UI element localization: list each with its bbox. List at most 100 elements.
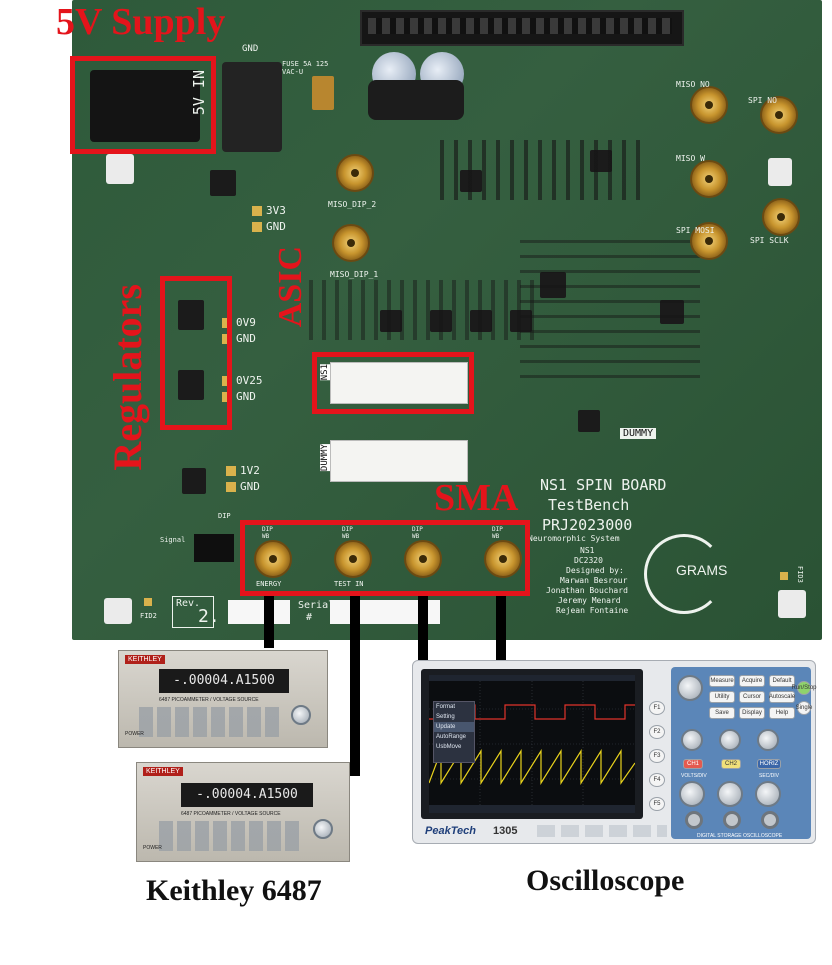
dip-label: DIP — [412, 526, 423, 533]
sma-connector — [690, 222, 728, 260]
wb-label: WB — [492, 533, 500, 540]
dip-small-label: DIP — [218, 512, 231, 520]
meter-display: -.00004.A1500 — [181, 783, 313, 807]
multipurpose-knob[interactable] — [677, 675, 703, 701]
meter-brand: KEITHLEY — [125, 655, 165, 664]
asic-box — [312, 352, 474, 414]
smd-cluster — [430, 140, 650, 200]
sma-vmem — [404, 540, 442, 578]
save-button[interactable]: Save — [709, 707, 735, 719]
bnc-connector — [723, 811, 741, 829]
horiz-button[interactable]: HORIZ — [757, 759, 781, 769]
ch1-button[interactable]: CH1 — [683, 759, 703, 769]
pad — [252, 206, 262, 216]
ch2-button[interactable]: CH2 — [721, 759, 741, 769]
display-button[interactable]: Display — [739, 707, 765, 719]
ch2-trace — [429, 748, 635, 786]
horiz-position-knob[interactable] — [757, 729, 779, 751]
menu-item[interactable]: Setting — [436, 714, 455, 720]
fid3-label: FID3 — [796, 566, 804, 583]
ic-chip — [178, 370, 204, 400]
gnd-label: GND — [240, 480, 260, 493]
meter-buttons — [159, 821, 299, 851]
softkey-f4[interactable]: F4 — [649, 773, 665, 787]
scope-model: 1305 — [493, 825, 518, 837]
sec-div-knob[interactable] — [755, 781, 781, 807]
fiducial — [780, 572, 788, 580]
ch1-position-knob[interactable] — [681, 729, 703, 751]
meter-buttons — [139, 707, 279, 737]
miso-w-label: MISO W — [676, 154, 705, 163]
designer-1: Marwan Besrour — [560, 576, 628, 585]
designed-by: Designed by: — [566, 566, 624, 575]
designer-3: Jeremy Menard — [558, 596, 621, 605]
supply-box — [70, 56, 216, 154]
sma-connector — [336, 154, 374, 192]
jumper — [312, 76, 334, 110]
spi-no-label: SPI NO — [748, 96, 777, 105]
board-title: NS1 SPIN BOARD — [540, 476, 667, 494]
board-chip: NS1 — [580, 546, 595, 555]
acquire-button[interactable]: Acquire — [739, 675, 765, 687]
sma-connector — [760, 96, 798, 134]
default-button[interactable]: Default — [769, 675, 795, 687]
pin-header-holes — [368, 18, 672, 34]
fuse-label: FUSE 5A 125 VAC-U — [282, 60, 329, 76]
miso-dip-1-label: MISO_DIP_1 — [330, 270, 379, 279]
power-jack — [90, 70, 200, 142]
softkey-f3[interactable]: F3 — [649, 749, 665, 763]
miso-no-label: MISO NO — [676, 80, 710, 89]
asic-annotation: ASIC — [272, 246, 309, 328]
ic-chip — [210, 170, 236, 196]
fiducial — [144, 598, 152, 606]
sma-box — [240, 520, 530, 596]
ch2-position-knob[interactable] — [719, 729, 741, 751]
ic-chip — [430, 310, 452, 332]
ic-chip — [540, 272, 566, 298]
meter-knob — [313, 819, 333, 839]
measure-button[interactable]: Measure — [709, 675, 735, 687]
sma-test-in — [334, 540, 372, 578]
softkey-f5[interactable]: F5 — [649, 797, 665, 811]
rev-number: 2. — [198, 606, 220, 627]
board-subtitle: TestBench — [548, 496, 630, 514]
menu-item[interactable]: Update — [434, 722, 474, 732]
fuse-holder — [222, 62, 282, 152]
menu-item[interactable]: Format — [436, 704, 456, 710]
bnc-connector — [685, 811, 703, 829]
jumper-block — [194, 534, 234, 562]
signal-label: Signal — [160, 536, 186, 544]
ic-chip — [660, 300, 684, 324]
spi-sclk-label: SPI SCLK — [750, 236, 789, 245]
ic-chip — [380, 310, 402, 332]
capacitor-body — [368, 80, 464, 120]
rail-0v9-label: 0V9 — [236, 316, 256, 329]
grams-logo-text: GRAMS — [676, 562, 728, 578]
gnd-label: GND — [236, 332, 256, 345]
cursor-button[interactable]: Cursor — [739, 691, 765, 703]
utility-button[interactable]: Utility — [709, 691, 735, 703]
softkey-f1[interactable]: F1 — [649, 701, 665, 715]
scope-subtitle: DIGITAL STORAGE OSCILLOSCOPE — [697, 833, 783, 839]
help-button[interactable]: Help — [769, 707, 795, 719]
wb-label: WB — [262, 533, 270, 540]
rail-0v25-label: 0V25 — [236, 374, 263, 387]
ch2-volts-knob[interactable] — [717, 781, 743, 807]
cable — [418, 596, 428, 662]
scope-bottom-buttons — [537, 825, 667, 837]
menu-item[interactable]: AutoRange — [436, 734, 467, 740]
cable — [264, 596, 274, 648]
oscilloscope: Format Setting Update AutoRange UsbMove … — [412, 660, 817, 844]
sma-connector — [690, 160, 728, 198]
ch1-volts-knob[interactable] — [679, 781, 705, 807]
menu-item[interactable]: UsbMove — [436, 744, 462, 750]
pad — [226, 466, 236, 476]
softkey-f2[interactable]: F2 — [649, 725, 665, 739]
run-stop-button[interactable]: Run/Stop — [791, 681, 817, 695]
autoscale-button[interactable]: Autoscale — [769, 691, 795, 703]
meter-brand: KEITHLEY — [143, 767, 183, 776]
dip-label: DIP — [262, 526, 273, 533]
single-button[interactable]: Single — [796, 701, 812, 715]
keithley-meter-1: KEITHLEY -.00004.A1500 6487 PICOAMMETER … — [118, 650, 328, 748]
scope-brand: PeakTech — [425, 825, 476, 837]
